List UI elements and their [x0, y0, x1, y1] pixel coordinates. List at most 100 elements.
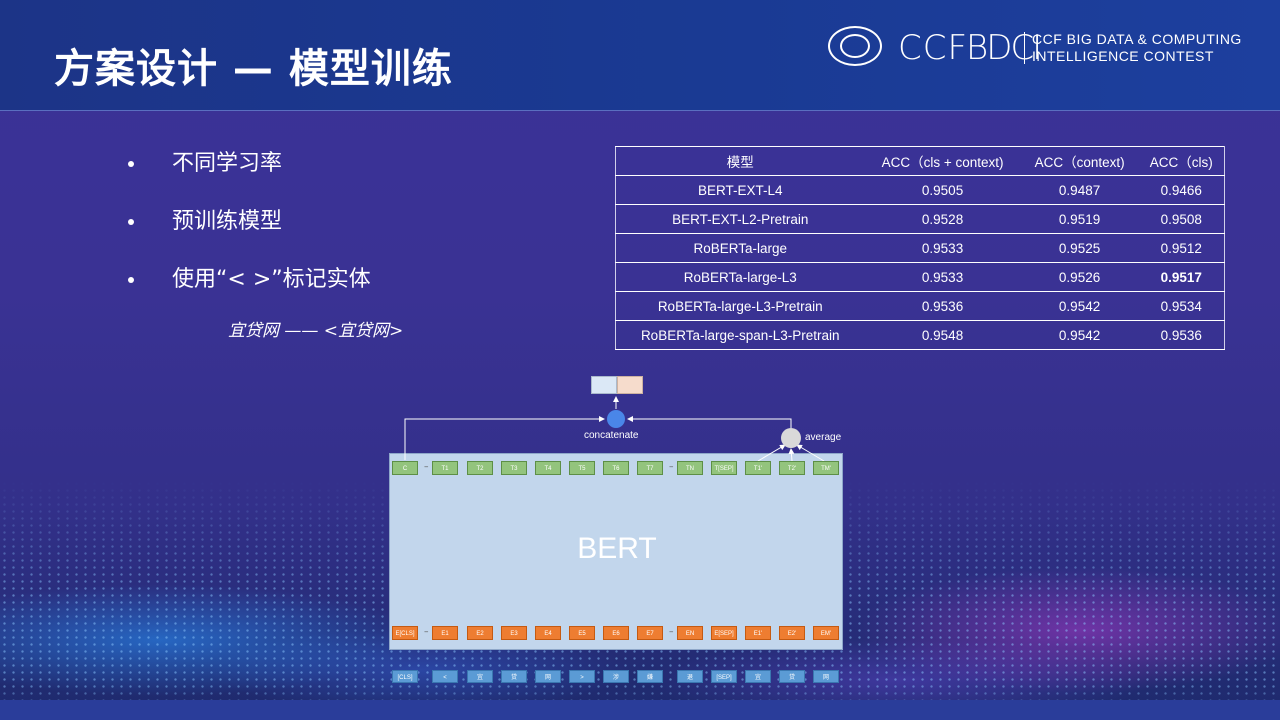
cell-acc-context: 0.9519: [1020, 204, 1139, 234]
ellipsis-separator: –: [424, 627, 429, 637]
logo-contest-name: CCF BIG DATA & COMPUTING INTELLIGENCE CO…: [1032, 31, 1242, 65]
logo-bdci-text: BDCI: [966, 28, 1042, 68]
cell-acc-context: 0.9542: [1020, 320, 1139, 350]
average-node: [781, 428, 801, 448]
embedding-token: EM': [813, 626, 839, 640]
table-row: RoBERTa-large-L3-Pretrain 0.9536 0.9542 …: [615, 291, 1225, 321]
ellipsis-separator: –: [669, 462, 674, 472]
cell-acc-cls-context: 0.9533: [864, 262, 1021, 292]
ellipsis-separator: –: [669, 627, 674, 637]
col-header-model: 模型: [615, 146, 865, 176]
output-token: T6: [603, 461, 629, 475]
bullet-text: 预训练模型: [172, 209, 283, 234]
output-token: T[SEP]: [711, 461, 737, 475]
embedding-token: EN: [677, 626, 703, 640]
output-vector-right: [617, 376, 643, 394]
embedding-token: E1: [432, 626, 458, 640]
input-token: 嫌: [637, 670, 663, 683]
bullet-text: 使用“< >”标记实体: [172, 267, 371, 292]
input-token: 退: [677, 670, 703, 683]
cell-acc-cls: 0.9536: [1138, 320, 1225, 350]
results-table: 模型 ACC（cls + context) ACC（context) ACC（c…: [615, 146, 1225, 350]
col-header-acc-cls-context: ACC（cls + context): [864, 146, 1021, 176]
logo-line-1: CCF BIG DATA & COMPUTING: [1032, 31, 1242, 47]
page-title: 方案设计 — 模型训练: [54, 46, 453, 92]
output-token: TN: [677, 461, 703, 475]
input-token: [CLS]: [392, 670, 418, 683]
col-header-acc-context: ACC（context): [1020, 146, 1139, 176]
table-header-row: 模型 ACC（cls + context) ACC（context) ACC（c…: [615, 146, 1225, 176]
embedding-token: E7: [637, 626, 663, 640]
cell-acc-cls-context: 0.9528: [864, 204, 1021, 234]
embedding-token: E2: [467, 626, 493, 640]
average-label: average: [805, 432, 842, 443]
input-token: 宜: [745, 670, 771, 683]
input-token: 网: [535, 670, 561, 683]
cell-model: RoBERTa-large: [615, 233, 865, 263]
cell-model: BERT-EXT-L2-Pretrain: [615, 204, 865, 234]
cell-acc-cls-context: 0.9536: [864, 291, 1021, 321]
cell-acc-cls-context: 0.9505: [864, 175, 1021, 205]
cell-acc-context: 0.9487: [1020, 175, 1139, 205]
table-row: BERT-EXT-L2-Pretrain 0.9528 0.9519 0.950…: [615, 204, 1225, 234]
output-token: T1: [432, 461, 458, 475]
table-row: RoBERTa-large-L3 0.9533 0.9526 0.9517: [615, 262, 1225, 292]
embedding-token: E5: [569, 626, 595, 640]
bert-encoder-box: BERT: [389, 453, 843, 650]
cell-acc-cls: 0.9534: [1138, 291, 1225, 321]
bullet-dot-icon: [128, 161, 134, 167]
input-token: 涉: [603, 670, 629, 683]
embedding-token: E4: [535, 626, 561, 640]
cell-acc-cls-context: 0.9548: [864, 320, 1021, 350]
input-token: 贷: [779, 670, 805, 683]
cell-model: RoBERTa-large-L3-Pretrain: [615, 291, 865, 321]
cell-model: RoBERTa-large-span-L3-Pretrain: [615, 320, 865, 350]
header-bar: 方案设计 — 模型训练 CCF BDCI CCF BIG DATA & COMP…: [0, 0, 1280, 111]
ccf-seal-icon: [828, 26, 882, 66]
cell-acc-cls: 0.9508: [1138, 204, 1225, 234]
input-token: <: [432, 670, 458, 683]
ellipsis-separator: –: [424, 462, 429, 472]
bullet-dot-icon: [128, 219, 134, 225]
input-token: 宜: [467, 670, 493, 683]
output-token: TM': [813, 461, 839, 475]
output-token: T2': [779, 461, 805, 475]
output-token: T1': [745, 461, 771, 475]
concatenate-label: concatenate: [584, 430, 639, 441]
entity-marking-example: 宜贷网 —— <宜贷网>: [228, 321, 404, 341]
logo-line-2: INTELLIGENCE CONTEST: [1032, 48, 1214, 64]
table-row: RoBERTa-large 0.9533 0.9525 0.9512: [615, 233, 1225, 263]
cell-model: BERT-EXT-L4: [615, 175, 865, 205]
bullet-dot-icon: [128, 277, 134, 283]
cell-model: RoBERTa-large-L3: [615, 262, 865, 292]
output-token: T3: [501, 461, 527, 475]
cell-acc-cls-context: 0.9533: [864, 233, 1021, 263]
input-token: [SEP]: [711, 670, 737, 683]
footer-bar: [0, 700, 1280, 720]
col-header-acc-cls: ACC（cls): [1138, 146, 1225, 176]
table-row: BERT-EXT-L4 0.9505 0.9487 0.9466: [615, 175, 1225, 205]
input-token: 贷: [501, 670, 527, 683]
avg-to-concat-arrow: [627, 416, 792, 428]
logo-divider: [1024, 32, 1025, 64]
embedding-token: E6: [603, 626, 629, 640]
output-token: T7: [637, 461, 663, 475]
concat-node: [607, 410, 625, 428]
embedding-token: E1': [745, 626, 771, 640]
output-vector-left: [591, 376, 617, 394]
embedding-token: E2': [779, 626, 805, 640]
output-token: T4: [535, 461, 561, 475]
cell-acc-context: 0.9526: [1020, 262, 1139, 292]
logo-ccf-text: CCF: [898, 28, 969, 68]
bullet-text: 不同学习率: [172, 151, 283, 176]
cell-acc-context: 0.9542: [1020, 291, 1139, 321]
table-row: RoBERTa-large-span-L3-Pretrain 0.9548 0.…: [615, 320, 1225, 350]
embedding-token: E[SEP]: [711, 626, 737, 640]
embedding-token: E3: [501, 626, 527, 640]
cell-acc-cls-best: 0.9517: [1138, 262, 1225, 292]
cell-acc-context: 0.9525: [1020, 233, 1139, 263]
input-token: 网: [813, 670, 839, 683]
bert-label: BERT: [577, 532, 657, 565]
input-token: >: [569, 670, 595, 683]
embedding-token: E[CLS]: [392, 626, 418, 640]
